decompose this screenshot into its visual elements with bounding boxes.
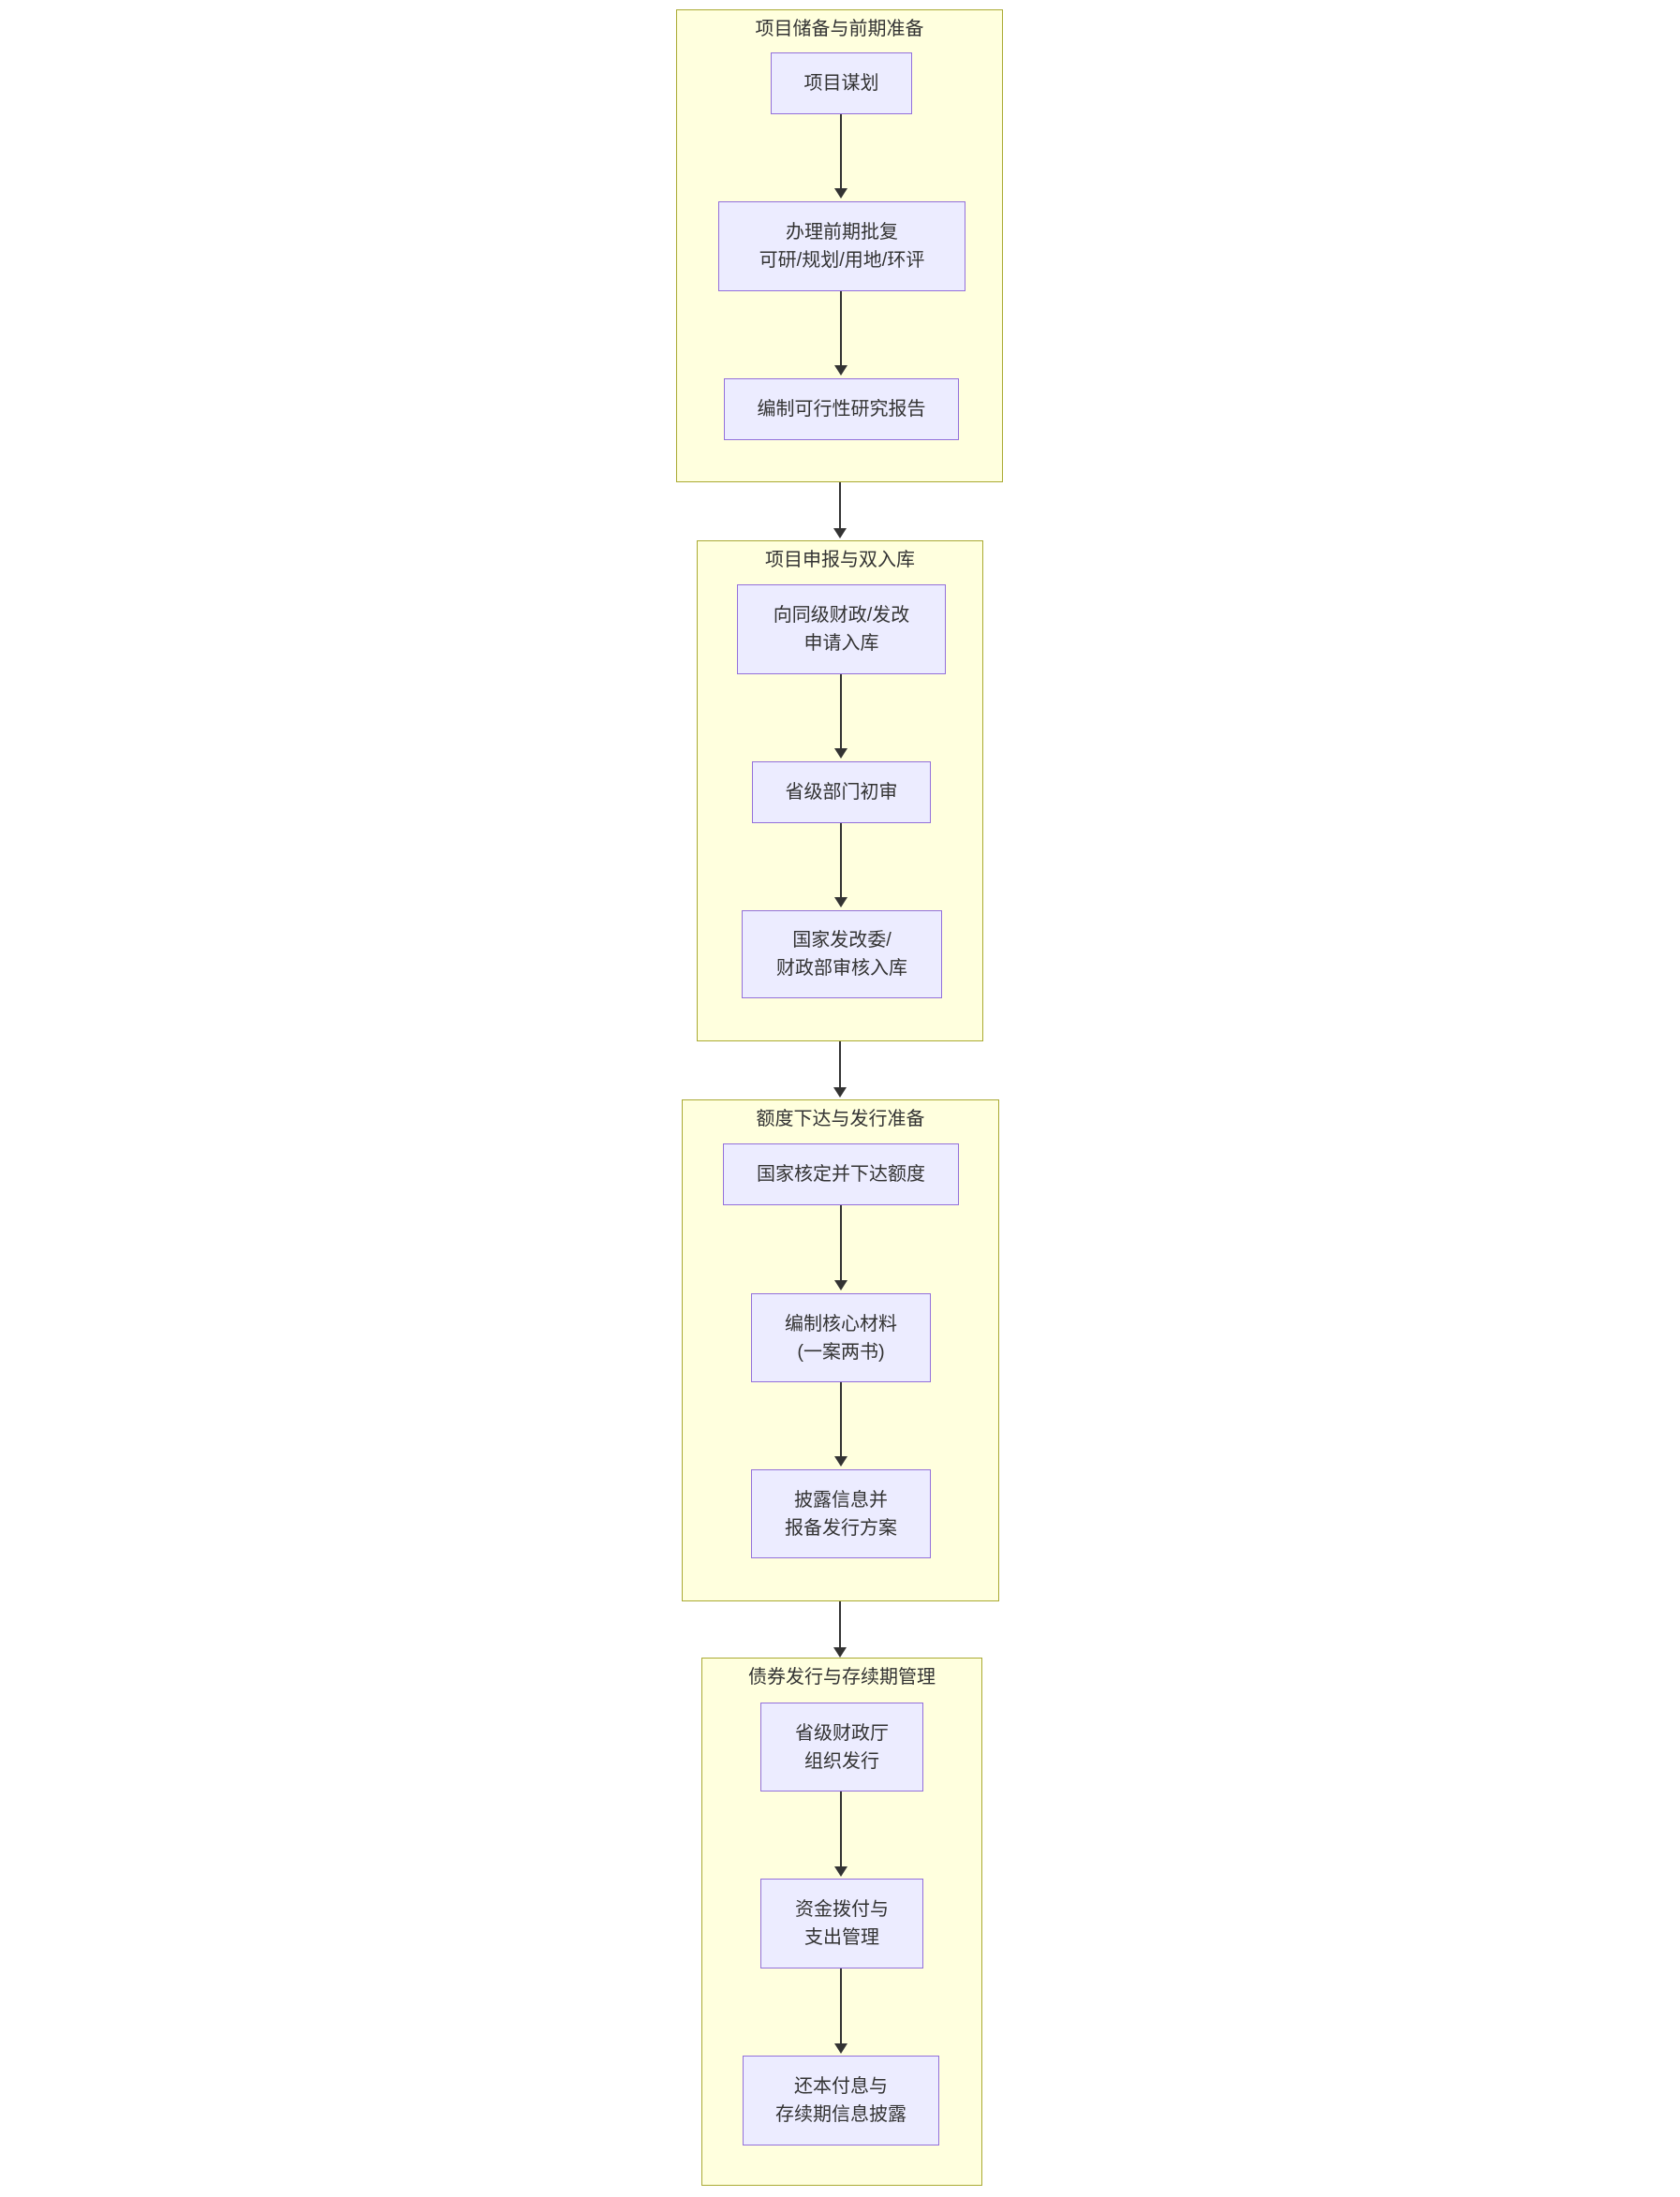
node-disclosure-filing: 披露信息并 报备发行方案 [751,1469,931,1558]
node-organize-issuance: 省级财政厅 组织发行 [760,1703,923,1792]
arrowhead [834,2043,847,2054]
arrowhead [833,528,847,538]
arrow-shaft [839,482,841,530]
node-label: 披露信息并 [794,1489,888,1511]
node-project-planning: 项目谋划 [771,52,912,114]
arrowhead [834,897,847,907]
node-label: 国家核定并下达额度 [757,1164,925,1185]
arrowhead [834,1280,847,1290]
arrow-shaft [840,1792,842,1868]
node-label: 资金拨付与 [795,1899,889,1920]
node-label: 存续期信息披露 [775,2104,906,2125]
flow-arrow [834,291,847,376]
flow-arrow [834,1205,847,1290]
node-label: 编制核心材料 [785,1313,897,1334]
arrow-shaft [840,823,842,899]
cluster-quota-issuance-prep: 额度下达与发行准备 国家核定并下达额度 编制核心材料 (一案两书) 披露信息并 … [682,1099,999,1601]
node-label: (一案两书) [797,1341,885,1363]
node-label: 申请入库 [803,633,879,654]
arrowhead [834,1866,847,1877]
flow-arrow-section1-to-section2 [833,482,847,538]
arrow-shaft [840,1968,842,2045]
arrow-shaft [839,1601,841,1649]
flow-arrow-section2-to-section3 [833,1041,847,1098]
node-quota-issued: 国家核定并下达额度 [723,1143,959,1205]
arrowhead [833,1647,847,1658]
node-feasibility-report: 编制可行性研究报告 [724,378,959,440]
node-repayment-disclosure: 还本付息与 存续期信息披露 [743,2056,939,2145]
cluster-title: 债券发行与存续期管理 [748,1667,936,1688]
node-national-review: 国家发改委/ 财政部审核入库 [742,910,942,998]
arrowhead [834,188,847,199]
flow-arrow [834,1382,847,1467]
flow-arrow [834,1968,847,2054]
arrow-shaft [839,1041,841,1089]
flow-arrow-section3-to-section4 [833,1601,847,1658]
node-label: 可研/规划/用地/环评 [759,250,925,271]
arrowhead [834,748,847,759]
arrow-shaft [840,674,842,750]
cluster-title: 额度下达与发行准备 [756,1109,925,1129]
node-label: 省级财政厅 [795,1722,889,1744]
node-label: 财政部审核入库 [776,958,907,979]
arrow-shaft [840,1205,842,1282]
node-label: 报备发行方案 [785,1517,897,1539]
arrow-shaft [840,1382,842,1458]
flow-arrow [834,1792,847,1877]
node-label: 向同级财政/发改 [773,605,910,626]
node-label: 办理前期批复 [786,222,898,243]
cluster-title: 项目申报与双入库 [765,550,915,570]
arrowhead [834,365,847,376]
cluster-project-application: 项目申报与双入库 向同级财政/发改 申请入库 省级部门初审 国家发改委/ 财政部… [697,540,983,1041]
cluster-bond-issuance-management: 债券发行与存续期管理 省级财政厅 组织发行 资金拨付与 支出管理 还本付息与 存… [701,1658,982,2186]
arrowhead [834,1456,847,1467]
node-label: 项目谋划 [803,73,879,94]
node-fund-allocation: 资金拨付与 支出管理 [760,1879,923,1968]
arrow-shaft [840,291,842,367]
node-core-materials: 编制核心材料 (一案两书) [751,1293,931,1382]
node-label: 编制可行性研究报告 [757,399,926,420]
node-apply-warehousing: 向同级财政/发改 申请入库 [737,584,946,674]
arrowhead [833,1087,847,1098]
node-label: 支出管理 [804,1927,879,1948]
cluster-project-preparation: 项目储备与前期准备 项目谋划 办理前期批复 可研/规划/用地/环评 编制可行性研… [676,9,1003,482]
flow-arrow [834,823,847,907]
cluster-title: 项目储备与前期准备 [755,19,924,39]
arrow-shaft [840,114,842,190]
flow-arrow [834,114,847,199]
node-label: 国家发改委/ [792,930,892,951]
node-provincial-review: 省级部门初审 [752,761,931,823]
node-label: 还本付息与 [794,2076,888,2097]
flow-arrow [834,674,847,759]
node-label: 省级部门初审 [785,782,898,803]
node-label: 组织发行 [804,1750,879,1772]
node-preliminary-approvals: 办理前期批复 可研/规划/用地/环评 [718,201,965,291]
